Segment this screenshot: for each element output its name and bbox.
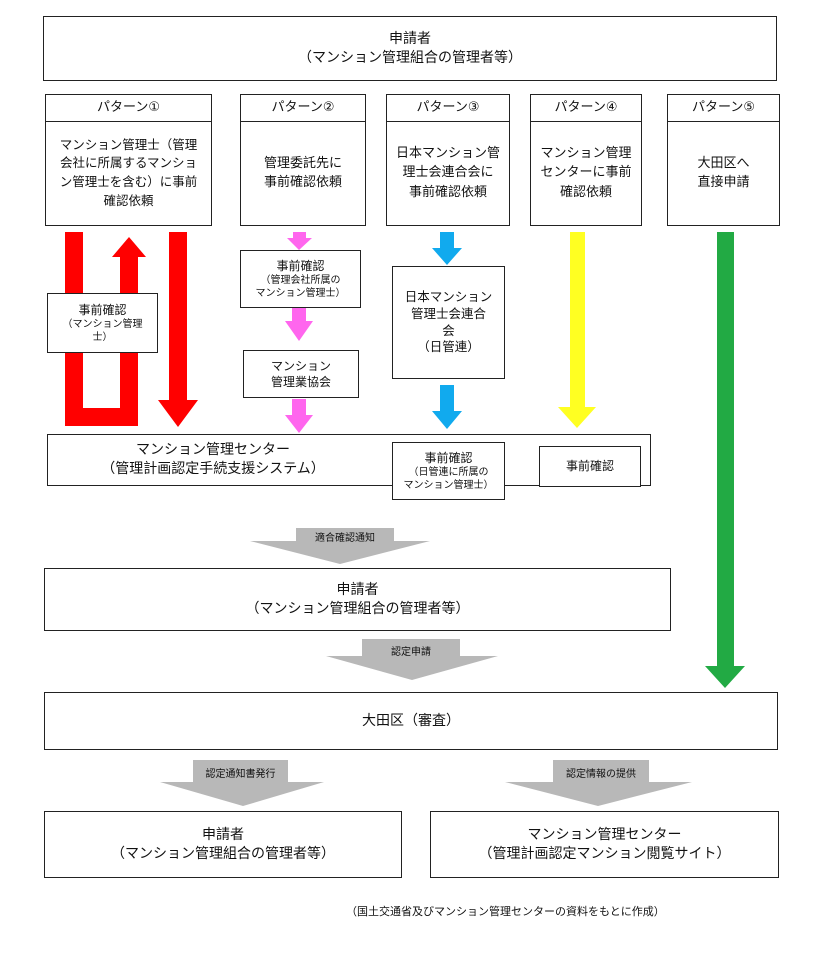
pattern1-line: 会社に所属するマンショ bbox=[59, 155, 197, 171]
center-viewing-site-box: マンション管理センター （管理計画認定マンション閲覧サイト） bbox=[430, 811, 779, 878]
pattern4-line: センターに事前 bbox=[540, 165, 632, 181]
applicant-box-bottom: 申請者 （マンション管理組合の管理者等） bbox=[44, 811, 402, 878]
precheck-detail: （日管連に所属の bbox=[408, 467, 489, 479]
pattern3-header: パターン③ bbox=[387, 95, 509, 122]
center-pattern3-precheck-box: 事前確認 （日管連に所属の マンション管理士） bbox=[392, 442, 505, 500]
applicant-subtitle: （マンション管理組合の管理者等） bbox=[298, 49, 522, 66]
nikkanren-line: 会 bbox=[442, 322, 455, 338]
pattern3-line: 日本マンション管 bbox=[395, 145, 500, 161]
applicant-title: 申請者 bbox=[389, 30, 431, 47]
pattern1-down-arrow bbox=[158, 232, 198, 427]
pattern1-box: パターン① マンション管理士（管理 会社に所属するマンショ ン管理士を含む）に事… bbox=[45, 94, 212, 226]
certification-application-label: 認定申請 bbox=[391, 647, 431, 658]
pattern1-loop-arrow bbox=[65, 232, 146, 426]
pattern3-box: パターン③ 日本マンション管 理士会連合会に 事前確認依頼 bbox=[386, 94, 510, 226]
nikkanren-line: 日本マンション bbox=[404, 288, 493, 304]
pattern2-arrow-3 bbox=[285, 399, 313, 433]
pattern4-line: マンション管理 bbox=[540, 145, 632, 161]
conformity-notice-arrow bbox=[250, 528, 430, 564]
pattern2-box: パターン② 管理委託先に 事前確認依頼 bbox=[240, 94, 366, 226]
pattern2-precheck-box: 事前確認 （管理会社所属の マンション管理士） bbox=[240, 250, 361, 308]
applicant-subtitle: （マンション管理組合の管理者等） bbox=[111, 845, 335, 862]
nikkanren-line: 管理士会連合 bbox=[410, 305, 486, 321]
applicant-title: 申請者 bbox=[336, 581, 379, 598]
center-subtitle: （管理計画認定手続支援システム） bbox=[101, 461, 325, 477]
precheck-detail: マンション管理士） bbox=[255, 288, 346, 300]
pattern2-line: 管理委託先に bbox=[263, 155, 342, 171]
ota-ward-review-box: 大田区（審査） bbox=[44, 692, 778, 750]
pattern5-header: パターン⑤ bbox=[668, 95, 779, 122]
pattern1-precheck-box: 事前確認 （マンション管理 士） bbox=[47, 293, 158, 353]
pattern1-line: ン管理士を含む）に事前 bbox=[59, 174, 198, 189]
pattern2-header: パターン② bbox=[241, 95, 365, 122]
pattern2-arrow-1 bbox=[287, 232, 312, 250]
precheck-title: 事前確認 bbox=[276, 258, 325, 273]
info-provision-arrow bbox=[505, 760, 692, 806]
pattern5-box: パターン⑤ 大田区へ 直接申請 bbox=[667, 94, 780, 226]
certificate-issuance-arrow bbox=[160, 760, 324, 806]
pattern4-header: パターン④ bbox=[531, 95, 641, 122]
pattern5-arrow bbox=[705, 232, 745, 688]
pattern1-line: 確認依頼 bbox=[103, 192, 154, 208]
precheck-detail: （管理会社所属の bbox=[260, 275, 341, 287]
pattern2-arrow-2 bbox=[285, 308, 313, 341]
pattern3-line: 事前確認依頼 bbox=[408, 184, 487, 200]
pattern5-line: 大田区へ bbox=[697, 155, 750, 171]
precheck-title: 事前確認 bbox=[78, 302, 127, 317]
precheck-detail: （マンション管理 bbox=[62, 319, 143, 331]
center-pattern4-precheck-box: 事前確認 bbox=[539, 446, 641, 487]
pattern3-line: 理士会連合会に bbox=[402, 165, 494, 181]
applicant-box-top: 申請者 （マンション管理組合の管理者等） bbox=[43, 16, 777, 81]
center-subtitle: （管理計画認定マンション閲覧サイト） bbox=[478, 845, 731, 862]
precheck-detail: 士） bbox=[92, 332, 113, 344]
pattern5-line: 直接申請 bbox=[697, 175, 750, 190]
pattern1-header: パターン① bbox=[46, 95, 211, 122]
pattern3-arrow-2 bbox=[432, 385, 462, 429]
source-note: （国土交通省及びマンション管理センターの資料をもとに作成） bbox=[346, 905, 665, 918]
conformity-notice-label: 適合確認通知 bbox=[315, 533, 375, 544]
pattern3-arrow-1 bbox=[432, 232, 462, 265]
info-provision-label: 認定情報の提供 bbox=[566, 769, 636, 780]
center-title: マンション管理センター bbox=[527, 826, 682, 843]
applicant-box-middle: 申請者 （マンション管理組合の管理者等） bbox=[44, 568, 671, 631]
association-line: マンション bbox=[270, 358, 331, 373]
nikkanren-line: （日管連） bbox=[417, 339, 480, 355]
pattern4-line: 確認依頼 bbox=[559, 184, 612, 200]
pattern1-line: マンション管理士（管理 bbox=[59, 136, 198, 152]
certification-application-arrow bbox=[326, 639, 498, 680]
precheck-detail: マンション管理士） bbox=[403, 480, 494, 492]
ota-ward-title: 大田区（審査） bbox=[362, 712, 460, 729]
applicant-title: 申請者 bbox=[202, 826, 244, 843]
certificate-issuance-label: 認定通知書発行 bbox=[205, 769, 276, 780]
pattern4-arrow bbox=[558, 232, 596, 428]
association-line: 管理業協会 bbox=[270, 375, 331, 389]
nikkanren-box: 日本マンション 管理士会連合 会 （日管連） bbox=[392, 266, 505, 379]
applicant-subtitle: （マンション管理組合の管理者等） bbox=[245, 600, 470, 617]
precheck-title: 事前確認 bbox=[565, 459, 614, 474]
precheck-title: 事前確認 bbox=[424, 450, 473, 465]
pattern2-line: 事前確認依頼 bbox=[263, 175, 342, 190]
pattern4-box: パターン④ マンション管理 センターに事前 確認依頼 bbox=[530, 94, 642, 226]
center-title: マンション管理センター bbox=[136, 442, 290, 459]
management-association-box: マンション 管理業協会 bbox=[243, 350, 359, 398]
